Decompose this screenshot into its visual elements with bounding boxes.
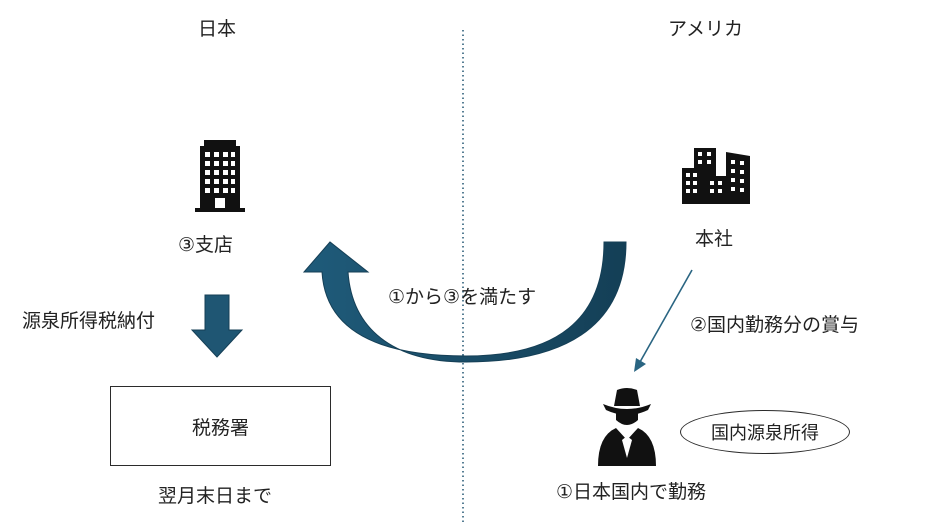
payment-label: 源泉所得税納付 (22, 310, 156, 332)
city-buildings-icon (682, 148, 750, 204)
office-tower-icon (195, 140, 245, 212)
region-japan-label: 日本 (198, 18, 237, 40)
work-label: ①日本国内で勤務 (556, 481, 707, 503)
curved-return-arrow (302, 241, 627, 363)
bonus-arrow-line (639, 269, 693, 363)
down-arrow-icon (190, 294, 244, 358)
branch-label: ③支店 (178, 234, 234, 256)
conditions-label: ①から③を満たす (388, 286, 537, 308)
income-badge: 国内源泉所得 (680, 410, 850, 454)
bonus-arrow-head (634, 358, 646, 372)
deadline-label: 翌月末日まで (158, 485, 273, 507)
head-office-label: 本社 (695, 228, 734, 250)
region-america-label: アメリカ (668, 18, 744, 40)
tax-office-box: 税務署 (110, 386, 331, 466)
bonus-label: ②国内勤務分の賞与 (690, 314, 860, 336)
tax-office-label: 税務署 (191, 416, 249, 439)
cowboy-person-icon (598, 388, 656, 466)
income-badge-label: 国内源泉所得 (711, 423, 819, 444)
